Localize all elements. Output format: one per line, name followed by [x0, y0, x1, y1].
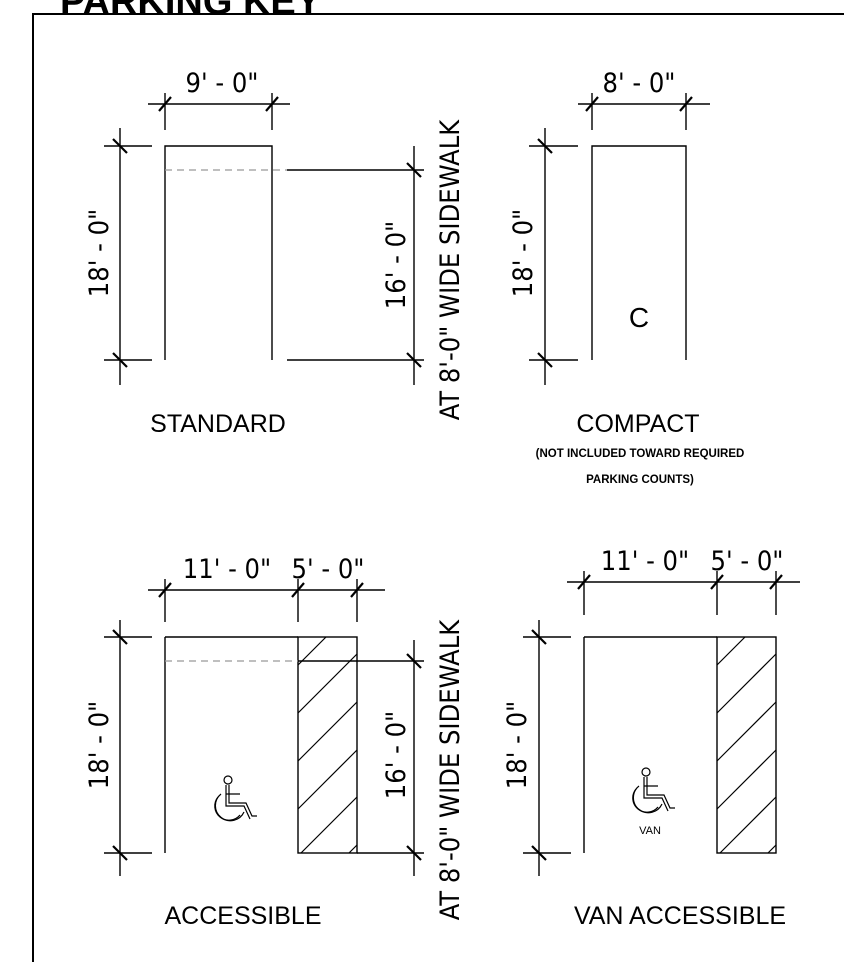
accessible-inner-dim: 16' - 0": [381, 711, 412, 799]
accessible-label: ACCESSIBLE: [164, 902, 321, 930]
accessible-stall: 11' - 0" 5' - 0" 18' - 0" 16' - 0" AT 8'…: [84, 554, 466, 930]
van-width-dim: 11' - 0": [601, 546, 689, 577]
compact-stall: 8' - 0" 18' - 0" C COMPACT (NOT INCLUDED…: [508, 68, 744, 486]
van-accessible-label: VAN ACCESSIBLE: [574, 902, 786, 930]
van-length-dim: 18' - 0": [502, 701, 533, 789]
van-text: VAN: [639, 825, 661, 837]
compact-length-dim: 18' - 0": [508, 209, 539, 297]
accessible-aisle-dim: 5' - 0": [292, 554, 365, 585]
accessible-sidewalk-label: AT 8'-0" WIDE SIDEWALK: [435, 619, 466, 921]
standard-stall-outline: [164, 145, 273, 360]
standard-sidewalk-label: AT 8'-0" WIDE SIDEWALK: [435, 119, 466, 421]
wheelchair-icon: [214, 775, 257, 822]
compact-note-line2: PARKING COUNTS): [586, 474, 694, 486]
van-aisle-dim: 5' - 0": [711, 546, 784, 577]
van-aisle-hatch: [716, 636, 777, 854]
van-wheelchair-icon: [632, 767, 675, 814]
standard-inner-dim: 16' - 0": [381, 221, 412, 309]
standard-label: STANDARD: [150, 410, 286, 438]
standard-length-dim: 18' - 0": [84, 209, 115, 297]
accessible-aisle-outline: [297, 636, 358, 854]
accessible-aisle-hatch: [297, 636, 358, 854]
diagram-title: PARKING KEY: [60, 0, 321, 23]
compact-mark: C: [629, 302, 649, 333]
compact-stall-outline: [591, 145, 687, 360]
compact-note-line1: (NOT INCLUDED TOWARD REQUIRED: [536, 448, 745, 460]
van-aisle-outline: [716, 636, 777, 854]
compact-label: COMPACT: [576, 410, 699, 438]
van-accessible-stall: 11' - 0" 5' - 0" 18' - 0" VAN VAN ACCESS…: [502, 546, 800, 930]
standard-width-dim: 9' - 0": [186, 68, 259, 99]
compact-width-dim: 8' - 0": [603, 68, 676, 99]
accessible-length-dim: 18' - 0": [84, 701, 115, 789]
frame-border: [32, 13, 844, 962]
standard-stall: 9' - 0" 18' - 0" 16' - 0" AT 8'-0" WIDE …: [84, 68, 466, 438]
accessible-width-dim: 11' - 0": [183, 554, 271, 585]
